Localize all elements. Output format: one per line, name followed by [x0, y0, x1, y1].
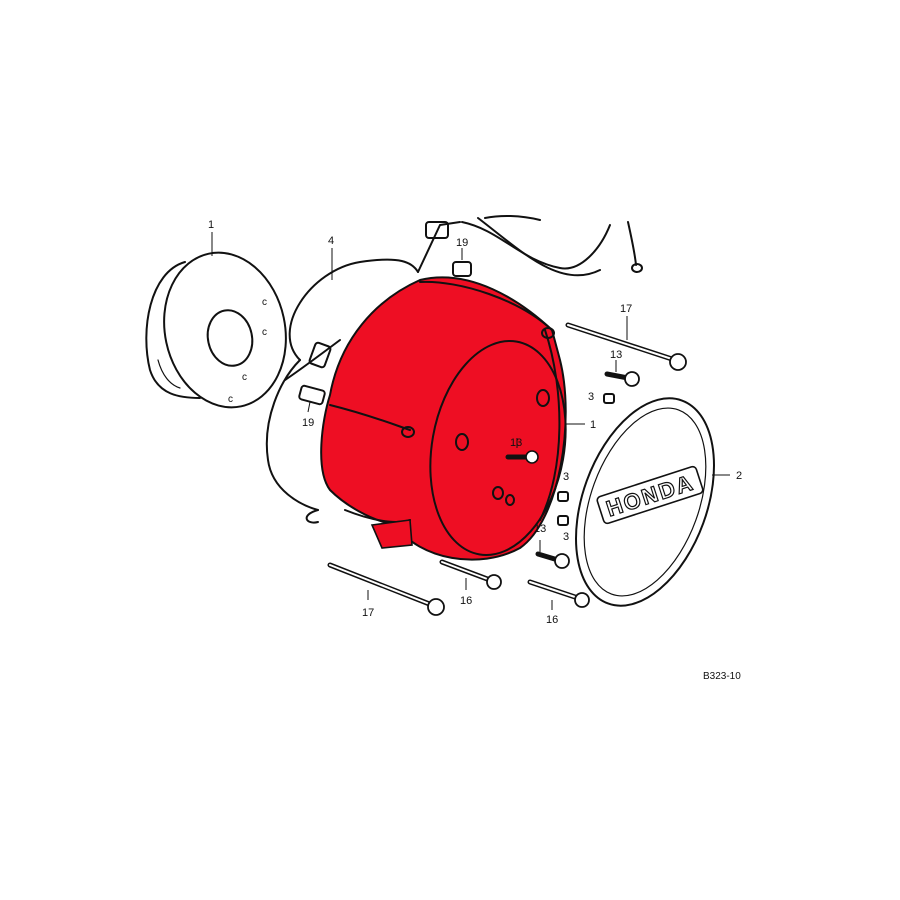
callout-washer-3-top: 3	[588, 391, 594, 403]
flywheel-rotor: c c c c	[145, 251, 287, 409]
callout-spacer-left: 19	[302, 417, 314, 429]
callout-screw-13-top: 13	[610, 349, 622, 361]
callout-bolt-16-right: 16	[546, 614, 558, 626]
svg-text:c: c	[262, 297, 267, 308]
svg-text:c: c	[242, 372, 247, 383]
medium-bolts	[439, 559, 590, 608]
callout-bolt-long-bottom: 17	[362, 607, 374, 619]
callout-washer-3-mid: 3	[563, 471, 569, 483]
harness-upper-wires	[461, 214, 643, 277]
svg-text:c: c	[262, 327, 267, 338]
spacers	[298, 261, 472, 406]
center-screw	[505, 438, 539, 464]
wiring-harness	[265, 221, 461, 524]
callout-rotor: 1	[208, 219, 214, 231]
callout-screw-13-center: 13	[510, 437, 522, 449]
callout-cover: 1	[590, 419, 596, 431]
reference-code: B323-10	[703, 671, 741, 682]
callout-spacer-top: 19	[456, 237, 468, 249]
long-bolts	[327, 322, 687, 616]
callout-emblem-cover: 2	[736, 470, 742, 482]
callout-bolt-long-top: 17	[620, 303, 632, 315]
callout-labels: 1 4 19 19 17 13 3 1 13 2 3 3 13 16 17 16	[208, 219, 742, 626]
short-screws	[535, 371, 640, 569]
alternator-cover	[320, 276, 567, 561]
leader-lines	[211, 232, 730, 610]
svg-text:c: c	[228, 394, 233, 405]
emblem-cover: HONDA	[575, 397, 715, 607]
grommets	[557, 393, 615, 526]
callout-bolt-16-mid: 16	[460, 595, 472, 607]
callout-washer-3-bottom: 3	[563, 531, 569, 543]
callout-harness: 4	[328, 235, 334, 247]
callout-screw-13-bottom: 13	[534, 523, 546, 535]
cover-highlight	[320, 276, 567, 561]
